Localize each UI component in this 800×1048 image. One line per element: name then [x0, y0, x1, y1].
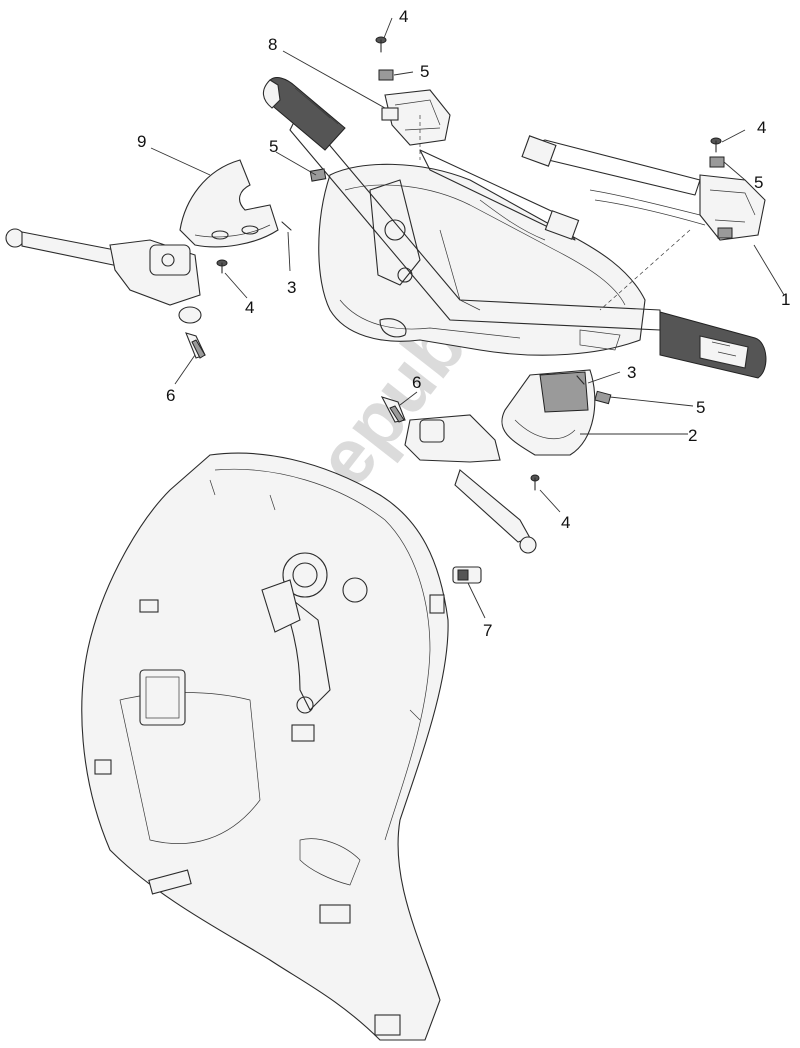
screw-left-3 [281, 221, 292, 231]
leader-lines [150, 17, 785, 619]
front-leg-shield [81, 452, 449, 1041]
right-grip [659, 311, 767, 379]
left-switch-housing [381, 89, 451, 146]
brake-switch-left [185, 332, 206, 359]
callout-4-left: 4 [245, 298, 254, 317]
callout-8: 8 [268, 35, 277, 54]
callout-4-top: 4 [399, 7, 408, 26]
callout-5-right-top: 5 [754, 173, 763, 192]
callout-labels: 1 2 3 3 4 4 4 4 5 5 5 5 6 6 7 8 9 [137, 7, 790, 640]
callout-4-right-bottom: 4 [561, 513, 570, 532]
callout-5-top: 5 [420, 62, 429, 81]
screw-top [375, 36, 387, 53]
handlebar-assembly [262, 77, 767, 379]
callout-1: 1 [781, 290, 790, 309]
handlebar-cover [318, 163, 646, 356]
clip-top [378, 69, 394, 81]
callout-5-right: 5 [696, 398, 705, 417]
callout-5-left: 5 [269, 137, 278, 156]
lock-bracket [261, 579, 301, 633]
left-brake-lever [5, 228, 202, 324]
screw-left-lever [216, 259, 228, 274]
callout-9: 9 [137, 132, 146, 151]
callout-7: 7 [483, 621, 492, 640]
right-handlebar-cover-2 [501, 369, 596, 456]
callout-4-right-top: 4 [757, 118, 766, 137]
clip-right-top [709, 156, 725, 168]
left-grip [262, 77, 346, 151]
screw-right-3 [576, 375, 585, 385]
ignition-switch-7 [452, 566, 482, 584]
screw-right-top [710, 137, 722, 153]
screw-right-bottom [530, 474, 540, 491]
clip-right [594, 390, 612, 405]
left-handlebar-cover-9 [179, 159, 279, 248]
right-brake-lever [404, 414, 537, 554]
clip-left [309, 168, 327, 182]
callout-6-left: 6 [166, 386, 175, 405]
callout-3-right: 3 [627, 363, 636, 382]
brake-switch-right [380, 396, 406, 423]
callout-2: 2 [688, 426, 697, 445]
callout-3-left: 3 [287, 278, 296, 297]
callout-6-right: 6 [412, 373, 421, 392]
